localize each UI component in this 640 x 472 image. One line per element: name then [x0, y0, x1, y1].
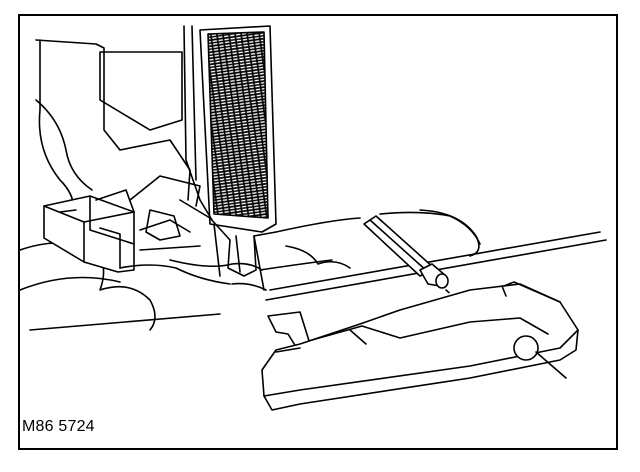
- trim-cover: [261, 281, 579, 411]
- seat-trim-outline: [20, 39, 221, 331]
- locating-pin: [363, 215, 465, 307]
- buckle-bracket: [43, 189, 135, 273]
- floor-outline: [231, 209, 607, 301]
- figure-reference-code: M86 5724: [22, 418, 95, 435]
- ribbed-panel: [183, 25, 277, 233]
